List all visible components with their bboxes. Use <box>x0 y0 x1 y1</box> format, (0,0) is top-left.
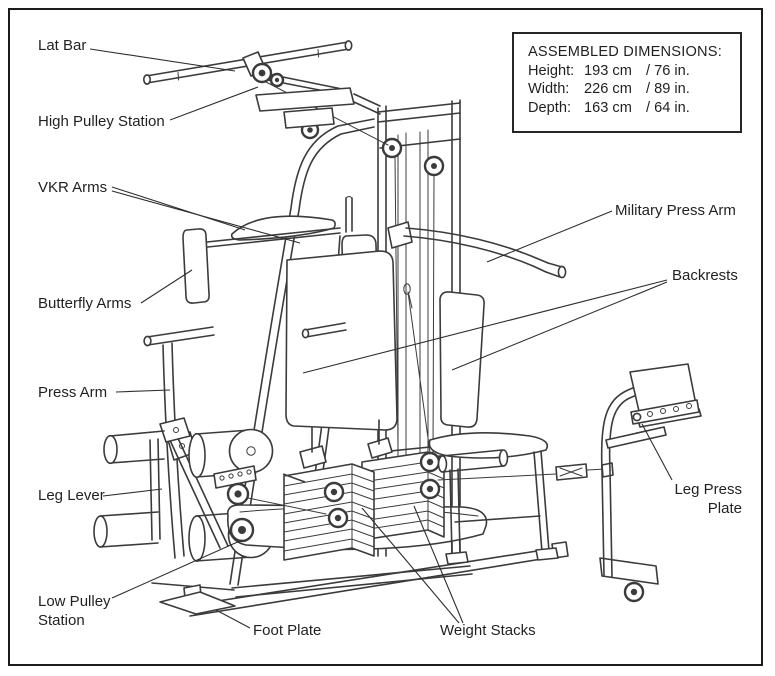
label-leg-lever: Leg Lever <box>38 487 105 504</box>
page-border <box>8 8 763 666</box>
low-pulley-drawing <box>226 451 441 543</box>
lat-bar-drawing <box>143 40 353 96</box>
label-high-pulley-station: High Pulley Station <box>38 113 165 130</box>
dim-label: Depth: <box>528 99 571 116</box>
dim-imperial: / 64 in. <box>646 99 690 116</box>
dimension-row-width: Width: 226 cm / 89 in. <box>528 80 740 98</box>
dimensions-title: ASSEMBLED DIMENSIONS: <box>528 44 722 60</box>
label-butterfly-arms: Butterfly Arms <box>38 295 132 312</box>
label-leg-press-line1: Leg Press <box>674 481 742 498</box>
label-lat-bar: Lat Bar <box>38 37 87 54</box>
label-leg-press-line2: Plate <box>707 499 742 517</box>
backrests-drawing <box>285 250 485 431</box>
label-vkr-arms: VKR Arms <box>38 179 108 196</box>
label-low-pulley-station: Low Pulley Station <box>38 593 111 630</box>
label-leg-press-plate: Leg Press Plate <box>674 481 742 518</box>
label-backrests: Backrests <box>672 267 738 284</box>
dim-label: Height: <box>528 63 575 79</box>
label-military-press-arm: Military Press Arm <box>615 202 736 219</box>
leg-press-drawing <box>437 363 702 578</box>
dimension-row-height: Height: 193 cm / 76 in. <box>528 62 740 80</box>
label-low-pulley-line1: Low Pulley <box>38 593 111 610</box>
label-press-arm: Press Arm <box>38 384 108 401</box>
right-seat-drawing <box>428 432 559 565</box>
label-foot-plate: Foot Plate <box>253 622 322 639</box>
label-low-pulley-line2: Station <box>38 611 85 629</box>
dim-metric: 226 cm <box>584 81 632 98</box>
dim-imperial: / 76 in. <box>646 63 690 79</box>
high-pulley-drawing <box>251 62 355 129</box>
base-frame <box>151 541 659 617</box>
leader-lines <box>89 48 673 629</box>
dimension-row-depth: Depth: 163 cm / 64 in. <box>528 99 740 117</box>
dim-imperial: / 89 in. <box>646 81 690 98</box>
weight-stacks-drawing <box>282 419 445 561</box>
dim-label: Width: <box>528 81 570 98</box>
label-weight-stacks: Weight Stacks <box>440 622 536 639</box>
assembled-dimensions-box: ASSEMBLED DIMENSIONS: Height: 193 cm / 7… <box>512 32 742 133</box>
vkr-arms-drawing <box>187 215 341 250</box>
military-press-arm-drawing <box>387 221 567 279</box>
dim-metric: 163 cm <box>584 99 632 116</box>
dim-metric: 193 cm <box>584 63 632 79</box>
